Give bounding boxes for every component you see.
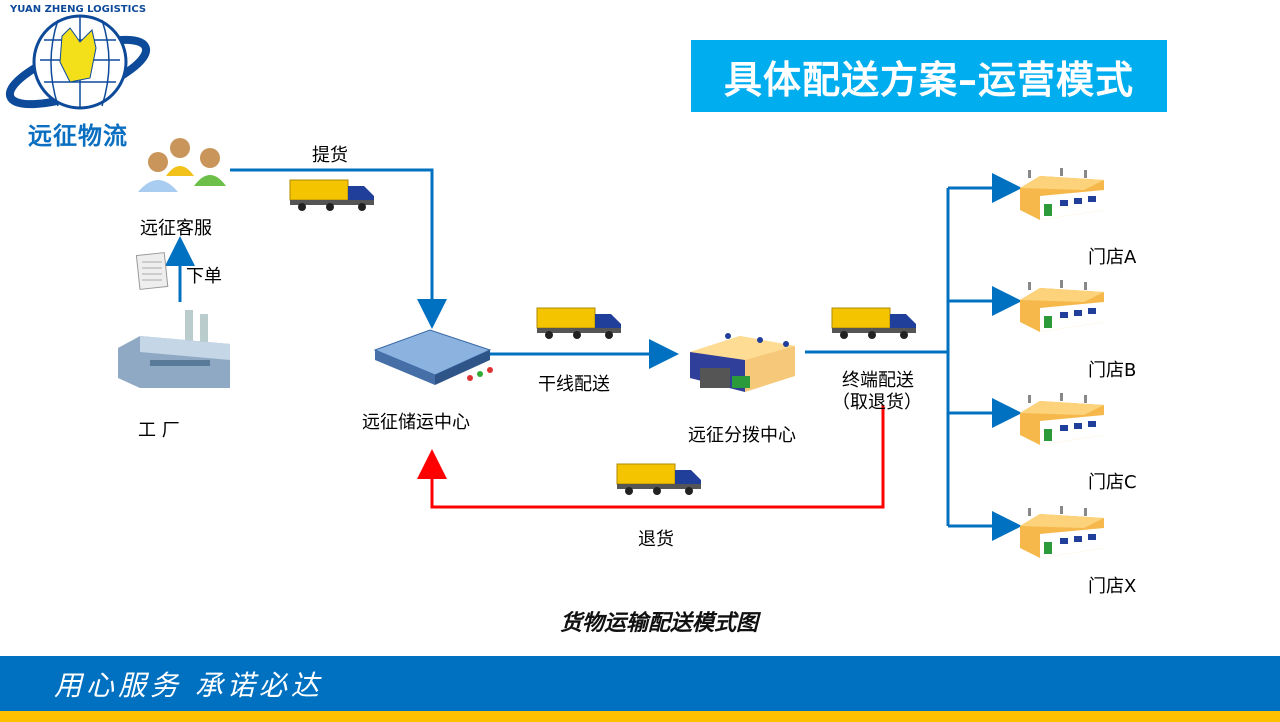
truck-icon	[289, 179, 375, 212]
flow-lines	[165, 168, 1022, 541]
terminal-delivery-sublabel: （取退货）	[832, 392, 922, 413]
store-icon	[1020, 506, 1104, 558]
pickup-label: 提货	[312, 145, 348, 166]
terminal-delivery-label: 终端配送	[842, 370, 914, 391]
factory-label: 工 厂	[138, 420, 180, 441]
storage-center-label: 远征储运中心	[362, 412, 470, 433]
truck-icon	[831, 307, 917, 340]
storage-center-icon	[373, 329, 493, 385]
distribution-center-icon	[690, 333, 795, 392]
slide-title: 具体配送方案–运营模式	[691, 40, 1167, 112]
diagram-caption: 货物运输配送模式图	[560, 611, 759, 636]
store-icon	[1020, 393, 1104, 445]
trunk-delivery-label: 干线配送	[538, 374, 610, 395]
order-label: 下单	[186, 266, 222, 287]
truck-icon	[616, 463, 702, 496]
store-label: 门店B	[1088, 360, 1137, 381]
logo-name: 远征物流	[28, 122, 128, 150]
customer-service-people-icon	[138, 138, 226, 192]
distribution-center-label: 远征分拨中心	[688, 425, 796, 446]
store-label: 门店X	[1088, 576, 1137, 597]
footer-strip	[0, 711, 1280, 722]
store-icon	[1020, 168, 1104, 220]
footer-bar	[0, 656, 1280, 711]
logo-globe-icon: YUAN ZHENG LOGISTICS	[5, 4, 151, 110]
logo-english-text: YUAN ZHENG LOGISTICS	[9, 4, 146, 15]
store-label: 门店A	[1088, 247, 1137, 268]
customer-service-label: 远征客服	[140, 218, 212, 239]
truck-icon	[536, 307, 622, 340]
store-icon	[1020, 280, 1104, 332]
order-document-icon	[135, 252, 169, 290]
return-label: 退货	[638, 529, 674, 550]
footer-slogan: 用心服务 承诺必达	[54, 669, 323, 702]
store-label: 门店C	[1088, 472, 1137, 493]
factory-icon	[118, 310, 230, 388]
